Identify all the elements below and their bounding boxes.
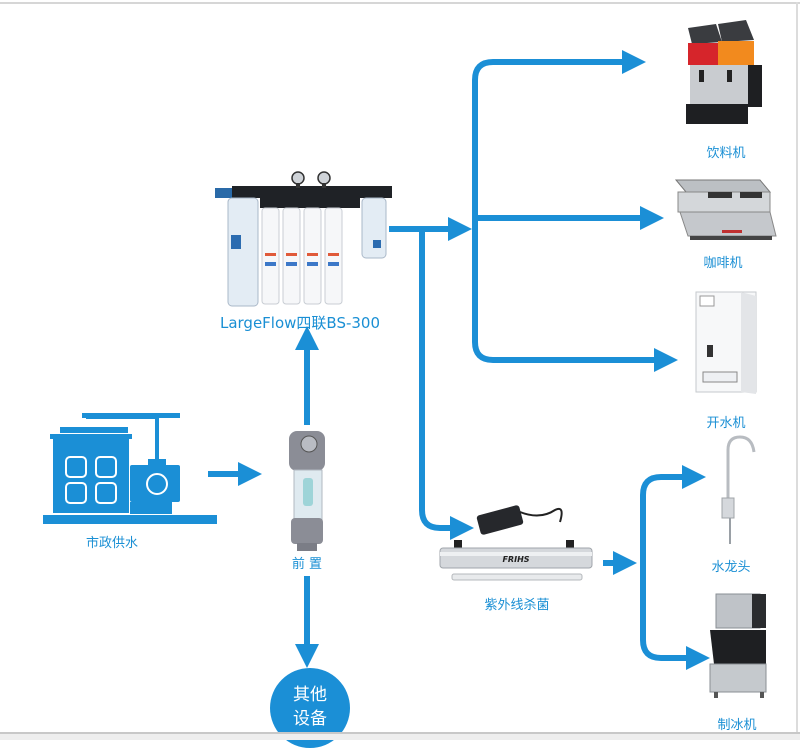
other-label-line2: 设备 bbox=[293, 709, 327, 729]
label-prefilter: 前 置 bbox=[291, 557, 323, 572]
bottom-border bbox=[0, 732, 800, 740]
label-coffee: 咖啡机 bbox=[703, 256, 743, 271]
uv-brand-text: FRIHS bbox=[502, 555, 529, 564]
faucet-icon bbox=[721, 435, 756, 544]
edge-split-ice bbox=[640, 590, 710, 670]
label-uv: 紫外线杀菌 bbox=[484, 598, 550, 613]
edge-mainfilter-uv bbox=[419, 229, 474, 540]
ice-machine-icon bbox=[709, 593, 767, 698]
label-beverage: 饮料机 bbox=[706, 146, 746, 161]
label-boiler: 开水机 bbox=[706, 416, 746, 431]
label-main-filter: LargeFlow四联BS-300 bbox=[219, 314, 381, 332]
beverage-dispenser-icon bbox=[686, 20, 762, 124]
water-boiler-icon bbox=[695, 291, 757, 394]
building-pump-icon bbox=[43, 413, 217, 524]
right-border bbox=[796, 2, 798, 738]
label-faucet: 水龙头 bbox=[711, 560, 751, 575]
edge-split-faucet bbox=[640, 465, 706, 600]
edge-bus-beverage bbox=[472, 50, 646, 218]
pre-filter-icon bbox=[289, 431, 325, 551]
top-border bbox=[0, 2, 800, 4]
espresso-machine-icon bbox=[674, 179, 777, 240]
other-label-line1: 其他 bbox=[293, 685, 327, 705]
quad-filter-system-icon bbox=[215, 171, 392, 307]
label-municipal: 市政供水 bbox=[85, 536, 139, 551]
uv-sterilizer-icon: FRIHS bbox=[439, 505, 593, 581]
edge-bus-boiler bbox=[472, 218, 678, 372]
label-ice: 制冰机 bbox=[717, 718, 757, 733]
